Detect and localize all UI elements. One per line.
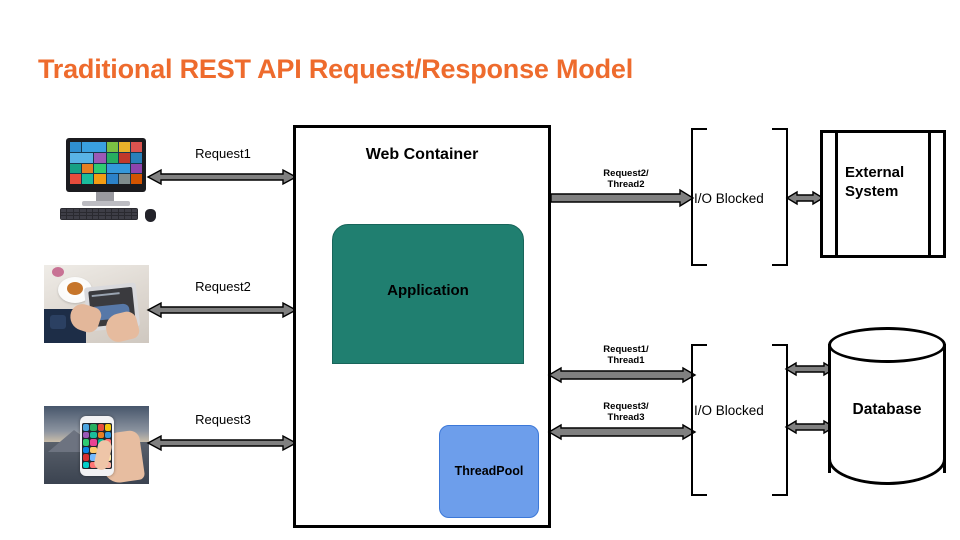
request1-label: Request1: [195, 146, 251, 161]
database-label: Database: [852, 401, 922, 418]
client-tablet-image: [44, 265, 149, 343]
application-label: Application: [387, 282, 469, 299]
tea: [67, 282, 83, 295]
io-blocked-lower-bracket-left: [691, 344, 707, 496]
request3-thread3-line1: Request3/: [603, 401, 649, 412]
request3-label: Request3: [195, 412, 251, 427]
component-bar-left: [835, 130, 838, 258]
database-io-arrow-lower: [784, 419, 836, 435]
database-top: [828, 327, 946, 363]
web-container-box: Web Container Application ThreadPool: [293, 125, 551, 528]
io-blocked-upper-bracket-left: [691, 128, 707, 266]
mouse-icon: [145, 209, 156, 222]
request3-thread3-arrow: [547, 423, 697, 441]
request2-thread2-label: Request2/ Thread2: [556, 168, 696, 190]
external-system-box[interactable]: External System: [820, 130, 946, 258]
external-system-io-arrow: [785, 190, 825, 206]
request3-thread3-line2: Thread3: [607, 412, 645, 423]
web-container-title: Web Container: [365, 146, 479, 163]
monitor-icon: [66, 138, 146, 192]
keyboard-icon: [60, 208, 138, 220]
request1-arrow: [146, 168, 298, 186]
io-blocked-upper-bracket-right: [772, 128, 788, 266]
database-cylinder[interactable]: Database: [828, 327, 946, 490]
database-bottom: [828, 439, 946, 485]
request2-thread2-line2: Thread2: [607, 179, 645, 190]
flower: [52, 267, 64, 277]
io-blocked-lower-label: I/O Blocked: [694, 403, 764, 418]
component-bar-right: [928, 130, 931, 258]
database-io-arrow-upper: [784, 361, 836, 377]
request1-thread1-line1: Request1/: [603, 344, 649, 355]
request2-thread2-arrow: [550, 188, 695, 208]
threadpool-box[interactable]: ThreadPool: [439, 425, 539, 518]
client-desktop-image: [52, 138, 164, 223]
request1-thread1-arrow: [547, 366, 697, 384]
external-system-line1: External: [845, 164, 905, 181]
request2-arrow: [146, 301, 298, 319]
io-blocked-lower-bracket-right: [772, 344, 788, 496]
threadpool-label: ThreadPool: [454, 464, 524, 478]
request1-thread1-line2: Thread1: [607, 355, 645, 366]
request2-label: Request2: [195, 279, 251, 294]
screen-text-line: [91, 292, 120, 298]
monitor-base: [82, 201, 130, 206]
request3-arrow: [146, 434, 298, 452]
monitor-screen: [70, 142, 142, 184]
external-system-line2: System: [845, 183, 899, 200]
io-blocked-upper-label: I/O Blocked: [694, 191, 764, 206]
application-box[interactable]: Application: [332, 224, 524, 364]
external-system-label: External System: [845, 163, 921, 201]
monitor-stand: [96, 192, 114, 202]
request3-thread3-label: Request3/ Thread3: [556, 401, 696, 423]
page-title: Traditional REST API Request/Response Mo…: [38, 54, 633, 84]
client-phone-image: [44, 406, 149, 484]
request2-thread2-line1: Request2/: [603, 168, 649, 179]
request1-thread1-label: Request1/ Thread1: [556, 344, 696, 366]
